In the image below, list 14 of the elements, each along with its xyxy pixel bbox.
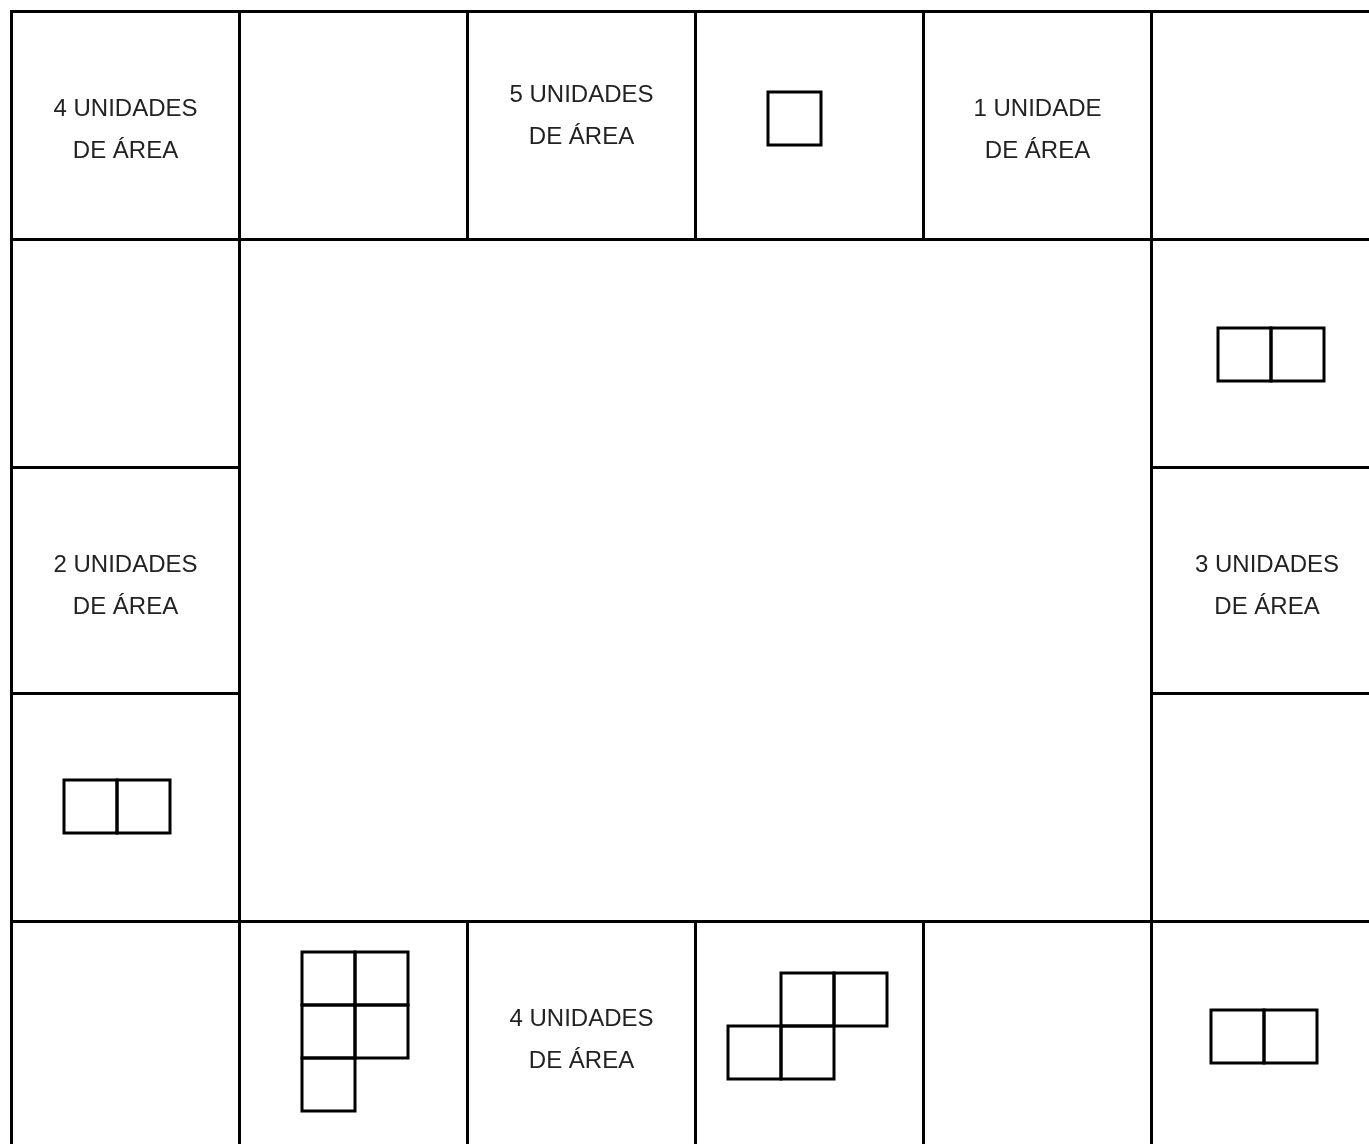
area-label: 2 UNIDADES DE ÁREA — [52, 549, 199, 621]
board-square — [466, 10, 697, 241]
board-square — [10, 466, 241, 695]
area-label: 3 UNIDADES DE ÁREA — [1193, 549, 1340, 621]
board-square — [10, 692, 241, 923]
board-square — [238, 10, 469, 241]
board-square — [10, 10, 241, 241]
board-square — [694, 10, 925, 241]
board-square — [922, 10, 1153, 241]
area-label: 4 UNIDADES DE ÁREA — [508, 1003, 655, 1075]
area-label: 4 UNIDADES DE ÁREA — [52, 93, 199, 165]
board-square — [10, 238, 241, 469]
area-label: 1 UNIDADE DE ÁREA — [972, 93, 1103, 165]
area-label: 5 UNIDADES DE ÁREA — [508, 79, 655, 151]
